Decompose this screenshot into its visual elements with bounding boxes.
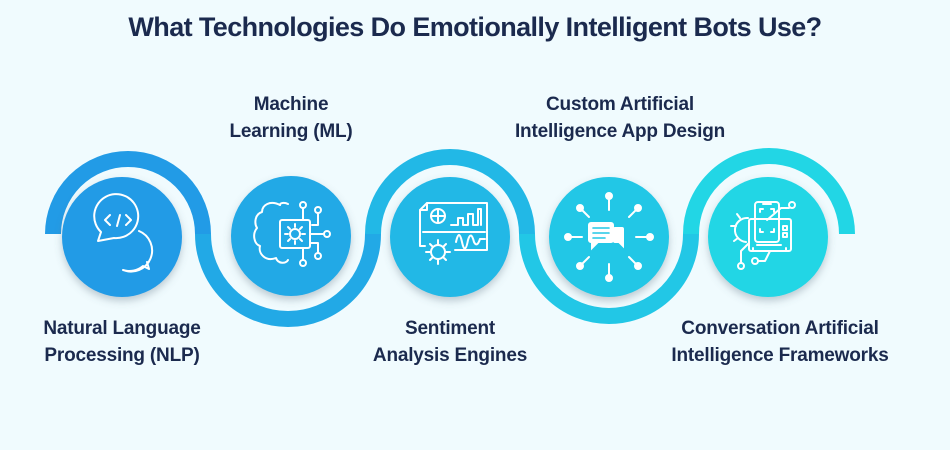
step-4-label-line2: Intelligence App Design [514, 121, 726, 142]
step-5-label-line2: Intelligence Frameworks [671, 345, 889, 366]
brain-circuit-gear-icon [253, 201, 331, 267]
step-1-label: Natural Language Processing (NLP) [12, 315, 232, 369]
step-4-label-line1: Custom Artificial [546, 94, 694, 115]
step-2-label-line2: Learning (ML) [229, 121, 353, 142]
step-1-label-line2: Processing (NLP) [44, 345, 200, 366]
step-3-circle [390, 177, 510, 297]
code-chat-bubbles-icon [93, 193, 154, 273]
step-2-label: Machine Learning (ML) [196, 91, 386, 145]
path-segment-1 [45, 151, 211, 235]
step-3-label-line2: Analysis Engines [372, 345, 528, 366]
chat-hub-network-icon [564, 192, 654, 282]
analytics-report-gear-icon [419, 202, 488, 265]
step-3-label: Sentiment Analysis Engines [340, 315, 560, 369]
step-2-label-line1: Machine [253, 94, 329, 115]
step-5-label: Conversation Artificial Intelligence Fra… [630, 315, 930, 369]
path-segment-5 [683, 148, 855, 235]
step-5-label-line1: Conversation Artificial [681, 318, 879, 339]
step-5-circle [708, 177, 828, 297]
mobile-app-circuit-icon [730, 201, 796, 270]
path-segment-2 [195, 233, 381, 327]
step-3-label-line1: Sentiment [404, 318, 496, 339]
path-segment-4 [519, 233, 699, 324]
path-segment-3 [365, 149, 535, 235]
step-1-label-line1: Natural Language [43, 318, 201, 339]
page-title: What Technologies Do Emotionally Intelli… [128, 12, 822, 42]
step-4-label: Custom Artificial Intelligence App Desig… [470, 91, 770, 145]
